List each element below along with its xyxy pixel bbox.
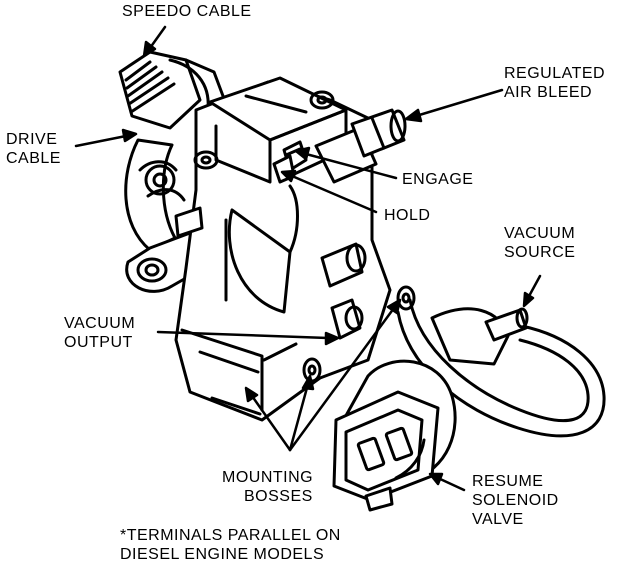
label-vacuum-output: VACUUM OUTPUT — [64, 314, 135, 352]
label-vacuum-source-line1: VACUUM — [504, 225, 576, 242]
label-vacuum-output-line1: VACUUM — [64, 315, 136, 332]
vacuum-source-fitting — [430, 307, 529, 366]
label-mounting-bosses-line1: MOUNTING — [222, 469, 314, 486]
label-resume-solenoid-valve-line1: RESUME — [472, 473, 544, 490]
footnote-line2: DIESEL ENGINE MODELS — [120, 546, 325, 563]
speedo-cable-fitting — [118, 50, 228, 130]
label-regulated-air-bleed: REGULATED AIR BLEED — [504, 64, 605, 102]
label-vacuum-output-line2: OUTPUT — [64, 334, 133, 351]
drive-cable-housing — [124, 138, 186, 252]
footnote-line1: *TERMINALS PARALLEL ON — [120, 527, 341, 544]
label-vacuum-source-line2: SOURCE — [504, 244, 576, 261]
label-resume-solenoid-valve: RESUME SOLENOID VALVE — [472, 472, 559, 529]
label-mounting-bosses: MOUNTING BOSSES — [222, 468, 313, 506]
label-drive-cable: DRIVE CABLE — [6, 130, 61, 168]
label-regulated-air-bleed-line2: AIR BLEED — [504, 84, 593, 101]
label-hold: HOLD — [384, 207, 431, 224]
vacuum-output-port — [320, 242, 367, 340]
label-mounting-bosses-line2: BOSSES — [244, 488, 313, 505]
resume-solenoid-valve — [332, 359, 457, 512]
label-engage: ENGAGE — [402, 171, 474, 188]
label-resume-solenoid-valve-line2: SOLENOID — [472, 492, 559, 509]
label-drive-cable-line1: DRIVE — [6, 131, 58, 148]
label-regulated-air-bleed-line1: REGULATED — [504, 65, 606, 82]
label-speedo-cable: SPEEDO CABLE — [122, 3, 252, 20]
air-bleed-fitting — [314, 108, 407, 184]
leader-lines — [74, 25, 542, 492]
label-resume-solenoid-valve-line3: VALVE — [472, 511, 524, 528]
label-vacuum-source: VACUUM SOURCE — [504, 224, 575, 262]
footnote: *TERMINALS PARALLEL ON DIESEL ENGINE MOD… — [120, 526, 341, 564]
label-drive-cable-line2: CABLE — [6, 150, 61, 167]
